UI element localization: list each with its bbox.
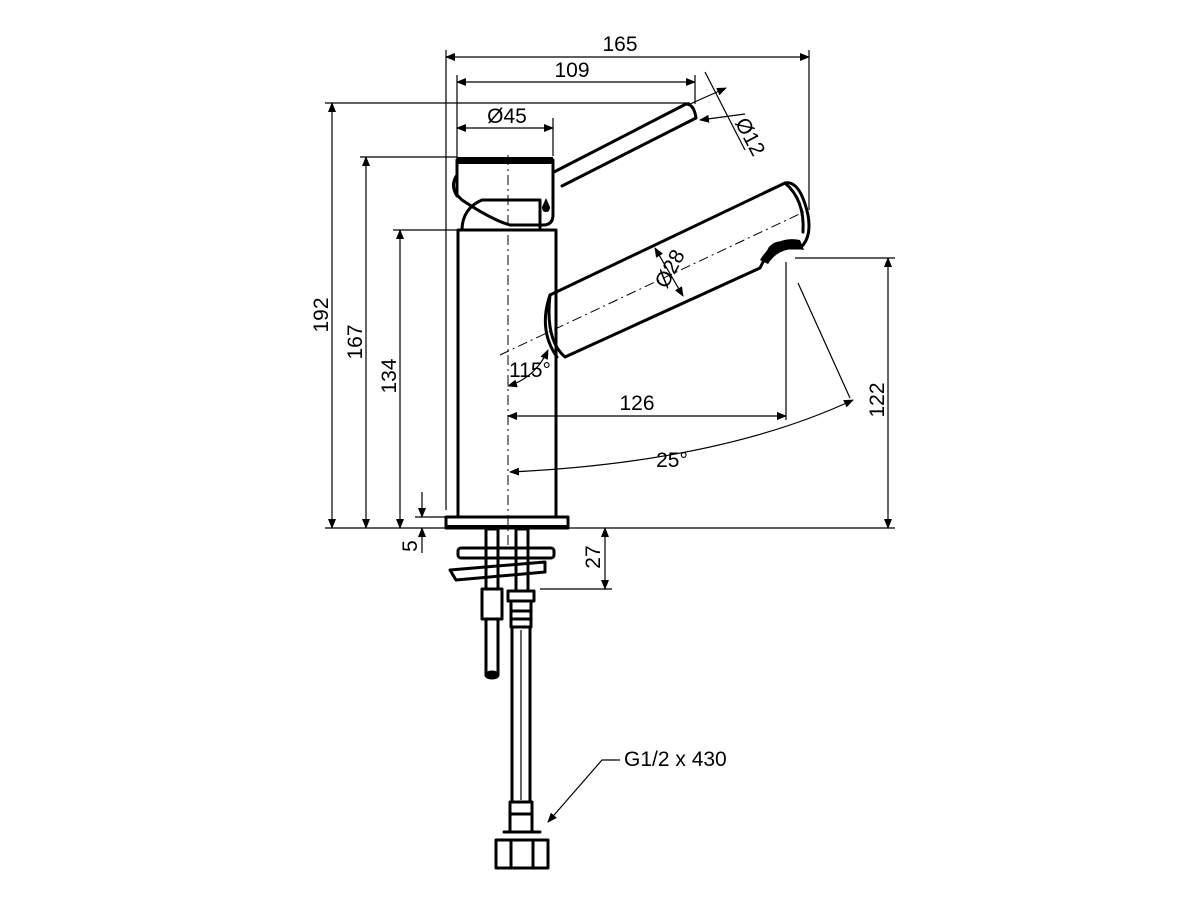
base-plate-fill (446, 525, 568, 529)
dimension-labels: 165 109 Ø45 Ø12 Ø28 192 167 134 5 27 122… (310, 33, 889, 771)
spout-aerator (760, 239, 804, 264)
tap-neck (460, 198, 542, 232)
mounting-washer (456, 546, 556, 560)
lever-handle (552, 102, 698, 188)
stud-tip (484, 670, 500, 680)
dimension-lines (325, 50, 895, 823)
label-overall-height: 192 (310, 297, 333, 332)
arc-spout-angle (507, 349, 549, 388)
dim-line-lever-diameter-b (689, 87, 727, 105)
spout (543, 181, 811, 359)
label-base-plate-height: 5 (399, 540, 422, 552)
spout-tip-edge (783, 181, 805, 234)
label-body-diameter: Ø45 (487, 105, 527, 128)
label-swivel-angle: 25° (656, 449, 688, 472)
label-below-deck-depth: 27 (582, 545, 605, 568)
hose-nut (494, 838, 550, 870)
inlet-stem (514, 527, 530, 593)
hose-ferrule-bottom (508, 800, 534, 834)
label-lever-reach: 109 (554, 59, 589, 82)
ext-swivel-ray (797, 282, 851, 399)
label-lever-top-height: 167 (344, 324, 367, 359)
arc-swivel-angle (509, 399, 854, 476)
label-lever-diameter: Ø12 (730, 114, 769, 160)
lever-head-cap (457, 157, 553, 164)
head-indicator-icon (542, 198, 550, 212)
leader-flex-hose (547, 759, 620, 823)
centre-lines (499, 155, 809, 545)
hose-collar (509, 599, 533, 629)
label-spout-angle: 115° (509, 359, 551, 382)
backnut-plate (448, 560, 547, 582)
lever-head (455, 158, 555, 227)
dim-line-lever-diameter-a (704, 71, 746, 151)
label-flex-hose: G1/2 x 430 (624, 748, 727, 771)
stud-rod (484, 617, 500, 677)
spout-inner-curve (543, 293, 559, 359)
stud-lower (480, 587, 504, 621)
label-outlet-height: 122 (866, 382, 889, 417)
tap-outline (444, 102, 698, 530)
label-spout-reach: 126 (619, 392, 654, 415)
dim-line-spout-diameter (654, 247, 684, 297)
spout-centreline (499, 209, 809, 356)
below-deck-fixings (448, 527, 556, 870)
label-body-height: 134 (378, 358, 401, 393)
dim-line-lever-diameter-c (699, 113, 746, 123)
label-overall-width: 165 (602, 33, 637, 56)
head-left-knob (452, 173, 459, 198)
